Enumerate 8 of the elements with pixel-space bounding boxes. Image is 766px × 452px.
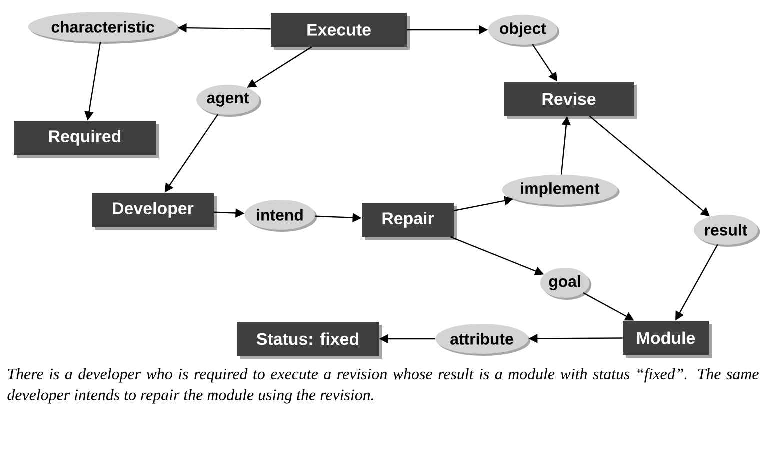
caption: There is a developer who is required to execute a revision whose result is a module with status “fixed”. The same developer intends to repair the module using the revision. (8, 368, 759, 404)
concept-box: Repair (362, 203, 457, 240)
concept-box: Required (14, 121, 159, 158)
concept-box: Status: fixed (237, 322, 382, 359)
concept-box: Execute (271, 13, 410, 50)
concept-box: Developer (92, 193, 217, 230)
concept-box: Revise (504, 82, 637, 119)
concept-box: Module (623, 321, 712, 358)
